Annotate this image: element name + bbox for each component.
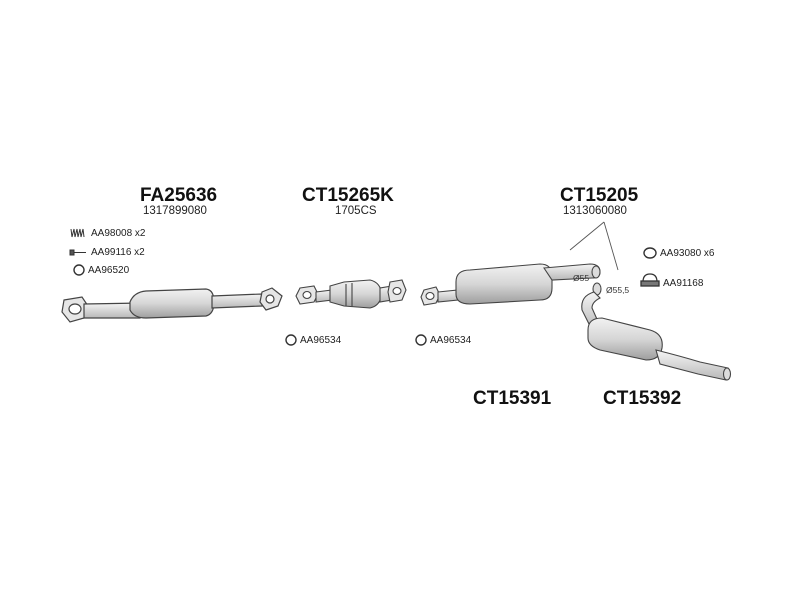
front-pipe-fa25636: [61, 287, 283, 323]
accessory-label-aa99116: AA99116 x2: [91, 247, 145, 258]
accessory-label-aa96534-b: AA96534: [430, 335, 472, 346]
catalyst-ct15265k: [295, 279, 407, 309]
callout-lines: [569, 221, 619, 271]
part-code-ct15391: CT15391: [473, 388, 552, 409]
diameter-label-55: Ø55: [573, 273, 590, 283]
part-number-ct15265k: 1705CS: [335, 205, 377, 217]
gasket-ring-icon: [73, 247, 657, 346]
part-number-fa25636: 1317899080: [143, 205, 207, 217]
part-number-ct15205: 1313060080: [563, 205, 627, 217]
accessory-label-aa98008: AA98008 x2: [91, 228, 146, 239]
accessory-label-aa91168: AA91168: [663, 278, 704, 289]
accessory-label-aa96520: AA96520: [88, 265, 130, 276]
rear-silencer-ct15392: [581, 282, 732, 381]
diameter-label-55-5: Ø55,5: [606, 285, 630, 295]
accessory-label-aa93080: AA93080 x6: [660, 248, 715, 259]
clamp-icon: [640, 273, 660, 287]
center-silencer-ct15205: [420, 263, 601, 306]
spring-icon: [70, 228, 85, 238]
part-code-ct15392: CT15392: [603, 388, 682, 409]
bolt-icon: [69, 249, 86, 256]
accessory-label-aa96534-a: AA96534: [300, 335, 342, 346]
part-code-ct15265k: CT15265K: [302, 185, 394, 206]
part-code-ct15205: CT15205: [560, 185, 639, 206]
part-code-fa25636: FA25636: [140, 185, 218, 206]
